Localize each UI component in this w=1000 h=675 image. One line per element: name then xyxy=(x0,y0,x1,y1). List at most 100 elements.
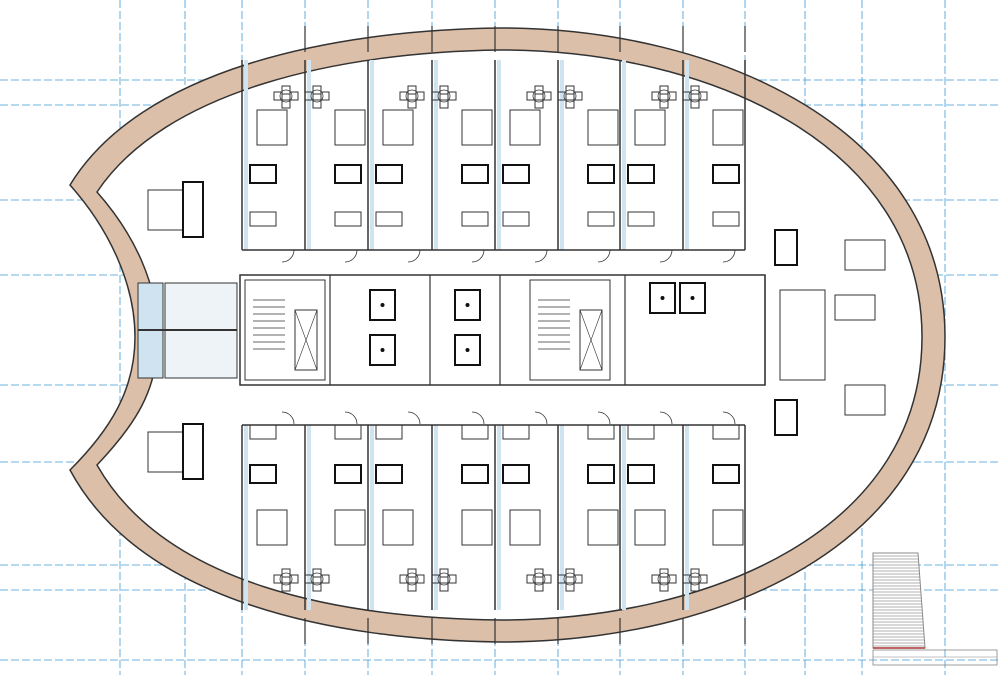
table xyxy=(279,572,293,586)
door-swing xyxy=(534,411,548,425)
chair-icon xyxy=(526,91,536,101)
sofa xyxy=(182,181,204,238)
bed-icon xyxy=(461,509,493,546)
chair-icon xyxy=(273,574,283,584)
chair-icon xyxy=(281,582,291,592)
elevator-dot xyxy=(380,348,385,352)
table xyxy=(657,89,671,103)
stair-icon xyxy=(529,279,611,381)
chair-icon xyxy=(659,568,669,578)
guest-rooms xyxy=(241,60,746,610)
door-swing xyxy=(659,411,673,425)
partition-glass xyxy=(622,425,626,610)
service-core xyxy=(137,181,886,480)
bathtub xyxy=(334,464,362,484)
chair-icon xyxy=(573,574,583,584)
chair-icon xyxy=(690,568,700,578)
chair-icon xyxy=(281,99,291,109)
door-swing xyxy=(534,249,548,263)
table xyxy=(532,89,546,103)
partition-glass xyxy=(244,60,248,250)
chair-icon xyxy=(534,99,544,109)
table xyxy=(532,572,546,586)
bed-icon xyxy=(587,109,619,146)
partition-glass xyxy=(434,60,438,250)
elevator-dot xyxy=(465,303,470,307)
chair-icon xyxy=(289,574,299,584)
chair-icon xyxy=(667,91,677,101)
bed-icon xyxy=(334,509,366,546)
chair-icon xyxy=(304,574,314,584)
partition-glass xyxy=(370,60,374,250)
sink xyxy=(502,211,530,227)
chair-icon xyxy=(659,99,669,109)
chair-icon xyxy=(698,91,708,101)
partition-glass xyxy=(370,425,374,610)
chair-icon xyxy=(682,91,692,101)
bathtub xyxy=(461,164,489,184)
table xyxy=(688,89,702,103)
table xyxy=(405,572,419,586)
chair-icon xyxy=(565,85,575,95)
bed-icon xyxy=(712,109,744,146)
door-swing xyxy=(344,249,358,263)
table xyxy=(437,572,451,586)
chair-icon xyxy=(439,99,449,109)
table xyxy=(563,89,577,103)
chair-icon xyxy=(565,99,575,109)
bed-icon xyxy=(509,109,541,146)
bathtub xyxy=(375,164,403,184)
bed-icon xyxy=(587,509,619,546)
door-swing xyxy=(471,249,485,263)
bathtub xyxy=(627,464,655,484)
table xyxy=(437,89,451,103)
chair-icon xyxy=(289,91,299,101)
door-swing xyxy=(597,411,611,425)
podium xyxy=(872,649,998,666)
chair-icon xyxy=(534,85,544,95)
chair-icon xyxy=(690,582,700,592)
chair-icon xyxy=(312,568,322,578)
sofa xyxy=(834,294,876,321)
bed-icon xyxy=(382,109,414,146)
partition-glass xyxy=(685,425,689,610)
bathtub xyxy=(587,164,615,184)
partition-glass xyxy=(685,60,689,250)
partition-glass xyxy=(434,425,438,610)
bathtub xyxy=(375,464,403,484)
partition-glass xyxy=(307,60,311,250)
bathtub xyxy=(502,164,530,184)
right-suite-room xyxy=(779,289,826,381)
bed-icon xyxy=(844,239,886,271)
door-swing xyxy=(407,411,421,425)
chair-icon xyxy=(526,574,536,584)
chair-icon xyxy=(407,99,417,109)
chair-icon xyxy=(312,582,322,592)
table xyxy=(310,572,324,586)
sink xyxy=(334,211,362,227)
bed-icon xyxy=(256,509,288,546)
bathtub xyxy=(249,464,277,484)
chair-icon xyxy=(690,99,700,109)
chair-icon xyxy=(542,574,552,584)
partition-glass xyxy=(497,60,501,250)
bathtub xyxy=(774,229,798,266)
bed-icon xyxy=(634,109,666,146)
chair-icon xyxy=(431,574,441,584)
chair-icon xyxy=(534,568,544,578)
bed-icon xyxy=(461,109,493,146)
partition-glass xyxy=(307,425,311,610)
elevator-dot xyxy=(465,348,470,352)
elevator-dot xyxy=(380,303,385,307)
chair-icon xyxy=(415,91,425,101)
bed-icon xyxy=(634,509,666,546)
chair-icon xyxy=(667,574,677,584)
chair-icon xyxy=(447,574,457,584)
table xyxy=(657,572,671,586)
chair-icon xyxy=(659,582,669,592)
chair-icon xyxy=(690,85,700,95)
chair-icon xyxy=(407,582,417,592)
partition-glass xyxy=(497,425,501,610)
chair-icon xyxy=(651,574,661,584)
door-swing xyxy=(407,249,421,263)
